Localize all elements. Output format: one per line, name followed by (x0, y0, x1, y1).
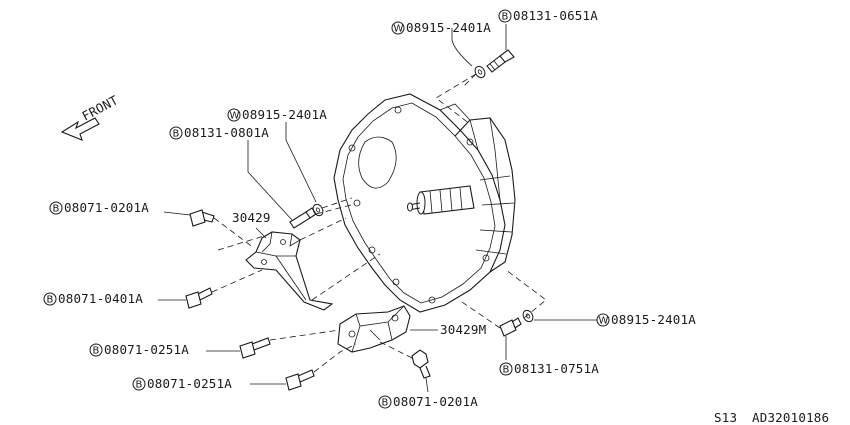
svg-text:W: W (394, 24, 404, 35)
callout-lower-bracket-part: 30429M (440, 322, 486, 337)
callout-bracket-upper-part: 30429 (232, 210, 271, 225)
svg-text:W: W (230, 111, 240, 122)
svg-text:B: B (136, 380, 143, 391)
front-arrow-icon (60, 117, 100, 141)
washer-right-icon (522, 309, 534, 323)
svg-text:08071-0201A: 08071-0201A (64, 200, 149, 215)
bracket-30429M (337, 305, 411, 353)
svg-text:08071-0401A: 08071-0401A (58, 291, 143, 306)
bolt-08131-0651A (486, 49, 515, 73)
svg-text:08131-0801A: 08131-0801A (184, 125, 269, 140)
callout-mid-washer: W 08915-2401A (227, 107, 327, 122)
svg-text:B: B (47, 295, 54, 306)
callout-lower-left-bolt-2: B 08071-0251A (132, 376, 232, 391)
front-label: FRONT (79, 92, 120, 124)
bracket-30429 (245, 231, 334, 311)
svg-text:B: B (93, 346, 100, 357)
callout-right-washer: W 08915-2401A (596, 312, 696, 327)
svg-text:08071-0201A: 08071-0201A (393, 394, 478, 409)
callout-top-washer: W 08915-2401A (391, 20, 491, 35)
svg-text:B: B (382, 398, 389, 409)
callout-bracket-upper-bolt: B 08071-0201A (49, 200, 149, 215)
bolt-08131-0801A (289, 207, 317, 229)
footer-section: S13 (714, 410, 737, 425)
svg-text:B: B (502, 12, 509, 23)
svg-text:08071-0251A: 08071-0251A (147, 376, 232, 391)
svg-text:08131-0651A: 08131-0651A (513, 8, 598, 23)
svg-text:08071-0251A: 08071-0251A (104, 342, 189, 357)
bolt-08071-0251A-1 (239, 337, 271, 359)
svg-text:W: W (599, 316, 609, 327)
callout-right-bolt: B 08131-0751A (499, 361, 599, 376)
svg-text:B: B (53, 204, 60, 215)
svg-text:B: B (173, 129, 180, 140)
callout-mid-bolt: B 08131-0801A (169, 125, 269, 140)
svg-text:08915-2401A: 08915-2401A (611, 312, 696, 327)
footer-code: AD32010186 (752, 410, 829, 425)
bolt-08071-0201A-lower (411, 349, 431, 379)
bolt-08131-0751A (499, 317, 522, 337)
bolt-08071-0401A (185, 287, 213, 309)
svg-text:08131-0751A: 08131-0751A (514, 361, 599, 376)
callout-lower-bottom-bolt: B 08071-0201A (378, 394, 478, 409)
callout-lower-left-bolt-1: B 08071-0251A (89, 342, 189, 357)
transmission-case (333, 93, 516, 313)
bolt-08071-0251A-2 (285, 369, 315, 391)
input-shaft (407, 185, 475, 215)
bolt-08071-0201A-upper (189, 209, 215, 227)
svg-text:08915-2401A: 08915-2401A (406, 20, 491, 35)
washer-top-icon (474, 65, 486, 79)
svg-text:08915-2401A: 08915-2401A (242, 107, 327, 122)
callout-top-bolt: B 08131-0651A (498, 8, 598, 23)
callout-bracket-lower-bolt: B 08071-0401A (43, 291, 143, 306)
svg-text:B: B (503, 365, 510, 376)
